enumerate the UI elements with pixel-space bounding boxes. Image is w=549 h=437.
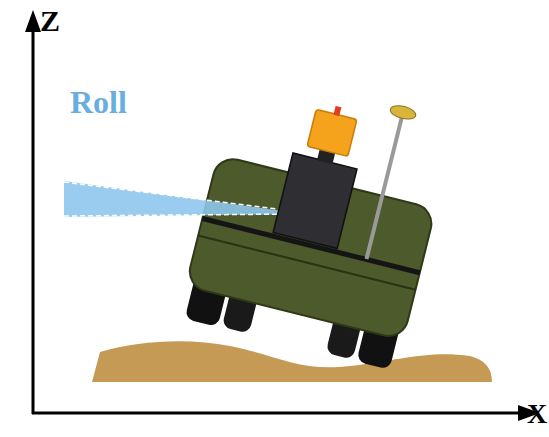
terrain [92, 341, 492, 382]
axes [25, 10, 540, 421]
z-arrowhead [25, 10, 41, 32]
beam-edge [64, 182, 300, 212]
beam-wedge [64, 181, 305, 217]
roll-beam [64, 181, 305, 217]
axis-label: X [527, 400, 547, 428]
x-axis [32, 412, 520, 415]
beam-edge [64, 214, 300, 216]
sensor-box [273, 153, 357, 249]
antenna-pole [367, 116, 403, 259]
lidar-unit [307, 109, 357, 156]
motion-label: Roll [70, 86, 127, 118]
indicator-light [333, 106, 341, 116]
robot-sensors [272, 83, 417, 262]
gnss-antenna [389, 103, 417, 121]
axis-label: Z [40, 6, 60, 36]
body-stripe [198, 235, 416, 291]
z-axis [32, 30, 35, 414]
